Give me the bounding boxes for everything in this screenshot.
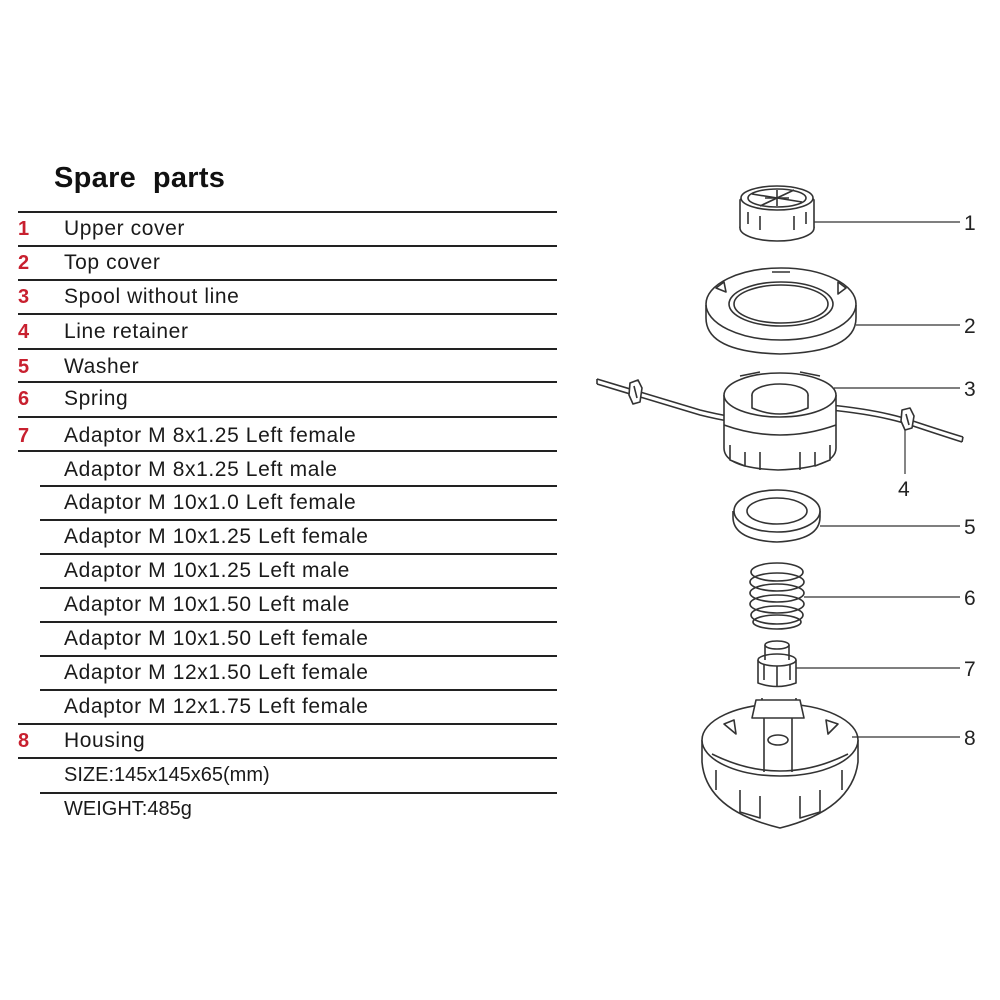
row-rule (18, 723, 557, 725)
upper-cover-drawing (739, 185, 815, 242)
part-label: Washer (64, 355, 140, 378)
page-title: Spare parts (54, 162, 226, 194)
part-number: 2 (18, 252, 30, 274)
part-label: Adaptor M 10x1.50 Left female (64, 627, 369, 650)
row-rule (18, 757, 557, 759)
part-label: Line retainer (64, 320, 189, 343)
callout-1: 1 (964, 212, 976, 235)
part-label: Spring (64, 387, 129, 410)
row-rule (18, 348, 557, 350)
line-retainer-right-drawing (900, 407, 915, 431)
callout-4: 4 (898, 478, 910, 501)
part-label: Adaptor M 12x1.75 Left female (64, 695, 369, 718)
washer-drawing (732, 489, 821, 543)
row-rule (40, 519, 557, 521)
part-number: 5 (18, 356, 30, 378)
part-label: Adaptor M 10x1.0 Left female (64, 491, 357, 514)
part-label: Adaptor M 8x1.25 Left female (64, 424, 357, 447)
row-rule (18, 381, 557, 383)
part-label: Upper cover (64, 217, 185, 240)
row-rule (18, 450, 557, 452)
parts-list: 1 Upper cover 2 Top cover 3 Spool withou… (18, 211, 557, 820)
part-number: 3 (18, 286, 30, 308)
row-rule (40, 587, 557, 589)
exploded-view-diagram: 1 2 3 4 5 6 7 8 (596, 185, 976, 829)
row-rule (40, 655, 557, 657)
part-label: Adaptor M 10x1.50 Left male (64, 593, 350, 616)
part-label: Adaptor M 10x1.25 Left male (64, 559, 350, 582)
weight-text: WEIGHT:485g (64, 798, 192, 820)
callout-5: 5 (964, 516, 976, 539)
table-top-rule (18, 211, 557, 213)
row-rule (40, 792, 557, 794)
row-rule (40, 689, 557, 691)
top-cover-drawing (705, 267, 857, 355)
row-rule (18, 279, 557, 281)
part-label: Adaptor M 8x1.25 Left male (64, 458, 338, 481)
part-number: 7 (18, 425, 30, 447)
part-number: 4 (18, 321, 30, 343)
callout-6: 6 (964, 587, 976, 610)
row-rule (40, 485, 557, 487)
row-rule (40, 553, 557, 555)
spring-drawing (749, 562, 805, 630)
line-retainer-left-drawing (628, 379, 643, 405)
row-rule (40, 621, 557, 623)
spool-drawing (723, 371, 837, 471)
row-rule (18, 245, 557, 247)
adaptor-drawing (757, 640, 797, 688)
callout-2: 2 (964, 315, 976, 338)
callout-8: 8 (964, 727, 976, 750)
row-rule (18, 313, 557, 315)
row-rule (18, 416, 557, 418)
part-label: Adaptor M 12x1.50 Left female (64, 661, 369, 684)
leader-lines (796, 221, 960, 738)
part-label: Top cover (64, 251, 161, 274)
callout-3: 3 (964, 378, 976, 401)
housing-drawing (701, 698, 859, 829)
part-number: 6 (18, 388, 30, 410)
size-text: SIZE:145x145x65(mm) (64, 764, 270, 786)
part-label: Housing (64, 729, 146, 752)
part-label: Spool without line (64, 285, 240, 308)
part-number: 1 (18, 218, 30, 240)
part-label: Adaptor M 10x1.25 Left female (64, 525, 369, 548)
callout-7: 7 (964, 658, 976, 681)
part-number: 8 (18, 730, 30, 752)
